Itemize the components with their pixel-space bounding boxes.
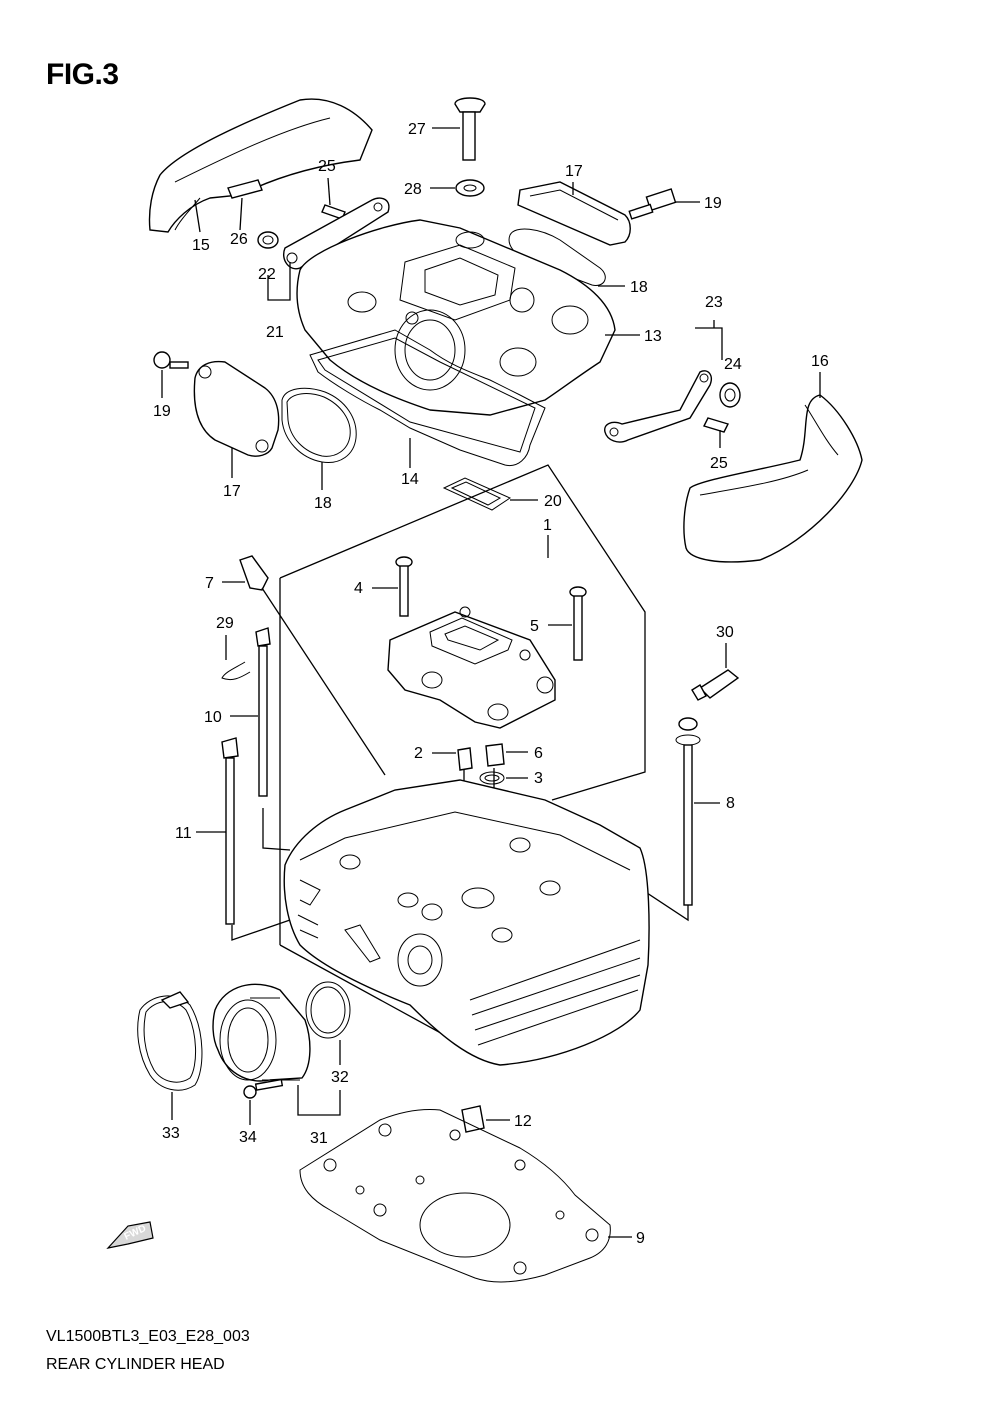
leader-25a [327,177,331,206]
part-14-cover-gasket[interactable] [309,329,546,467]
leader-26 [239,197,243,231]
callout-18-side: 18 [314,495,332,512]
part-3-oring[interactable] [479,771,505,785]
part-6-dowel[interactable] [485,743,505,767]
callout-1: 1 [543,517,552,534]
part-17-top-cap[interactable] [517,181,631,246]
callout-11: 11 [175,825,192,842]
figure-title: FIG.3 [46,58,119,91]
part-19-bolt-left[interactable] [153,351,189,369]
part-30-spark-plug[interactable] [691,669,740,701]
callout-23: 23 [705,294,723,311]
leader-21 [267,262,291,301]
part-22-spacer[interactable] [257,231,279,249]
callout-2: 2 [414,745,423,762]
diagram-code: VL1500BTL3_E03_E28_003 [46,1328,250,1345]
leader-31 [297,1085,341,1116]
callout-26: 26 [230,231,248,248]
part-26-key[interactable] [227,179,263,199]
callout-4: 4 [354,580,363,597]
callout-labels: 1 2 3 4 5 6 7 8 9 10 11 12 13 14 15 16 1… [153,121,829,1247]
part-23-bracket[interactable] [604,370,712,443]
part-32-oring[interactable] [305,981,351,1039]
callout-13: 13 [644,328,662,345]
callout-32: 32 [331,1069,349,1086]
callout-25-top: 25 [318,158,336,175]
callout-9: 9 [636,1230,645,1247]
part-31-intake-pipe[interactable] [212,983,311,1082]
part-8-bolt[interactable] [675,717,701,906]
callout-5: 5 [530,618,539,635]
part-7-guide[interactable] [239,555,269,591]
part-12-dowel[interactable] [461,1105,485,1133]
callout-12: 12 [514,1113,532,1130]
callout-30: 30 [716,624,734,641]
part-15-left-cover[interactable] [148,98,373,233]
part-21-bracket[interactable] [283,197,390,270]
part-11-long-bolt[interactable] [221,737,239,925]
fwd-arrow-badge: FWD [106,1221,154,1249]
part-16-right-cover[interactable] [683,394,863,563]
callout-6: 6 [534,745,543,762]
callout-16: 16 [811,353,829,370]
part-9-head-gasket[interactable] [299,1109,611,1283]
callout-27: 27 [408,121,426,138]
callout-15: 15 [192,237,210,254]
callout-17-side: 17 [223,483,241,500]
leader-15 [194,199,201,233]
leader-7-axis [261,587,386,776]
callout-20: 20 [544,493,562,510]
part-27-bolt[interactable] [454,97,486,161]
callout-24: 24 [724,356,742,373]
diagram-caption: REAR CYLINDER HEAD [46,1356,225,1373]
part-28-washer[interactable] [455,179,485,197]
part-18-side-oring[interactable] [281,387,357,464]
callout-22: 22 [258,266,276,283]
part-19-bolt-right[interactable] [628,188,677,220]
part-34-screw[interactable] [243,1078,284,1099]
callout-34: 34 [239,1129,257,1146]
callout-18-top: 18 [630,279,648,296]
part-5-bolt[interactable] [569,586,587,661]
callout-3: 3 [534,770,543,787]
callout-19-left: 19 [153,403,171,420]
callout-33: 33 [162,1125,180,1142]
callout-31: 31 [310,1130,328,1147]
part-29-clip[interactable] [221,661,251,681]
callout-28: 28 [404,181,422,198]
leader-10-axis [262,808,291,851]
callout-17-top: 17 [565,163,583,180]
part-25-bolt-bottom[interactable] [703,417,729,433]
part-1-cylinder-head[interactable] [283,779,650,1066]
callout-7: 7 [205,575,214,592]
part-17-side-cover[interactable] [193,360,280,457]
part-4-bolt[interactable] [395,556,413,617]
part-10-long-bolt[interactable] [255,627,271,797]
callout-25-bottom: 25 [710,455,728,472]
callout-29: 29 [216,615,234,632]
leader-11-axis [231,919,291,941]
rocker-holder[interactable] [387,606,556,729]
callout-8: 8 [726,795,735,812]
callout-14: 14 [401,471,419,488]
part-13-head-cover[interactable] [296,219,616,416]
callout-10: 10 [204,709,222,726]
callout-21: 21 [266,324,284,341]
callout-19-right: 19 [704,195,722,212]
leader-23 [695,320,723,360]
part-24-spacer[interactable] [719,382,741,408]
part-33-clamp[interactable] [137,991,203,1091]
part-2-dowel[interactable] [457,747,473,771]
part-20-gasket[interactable] [442,477,512,511]
